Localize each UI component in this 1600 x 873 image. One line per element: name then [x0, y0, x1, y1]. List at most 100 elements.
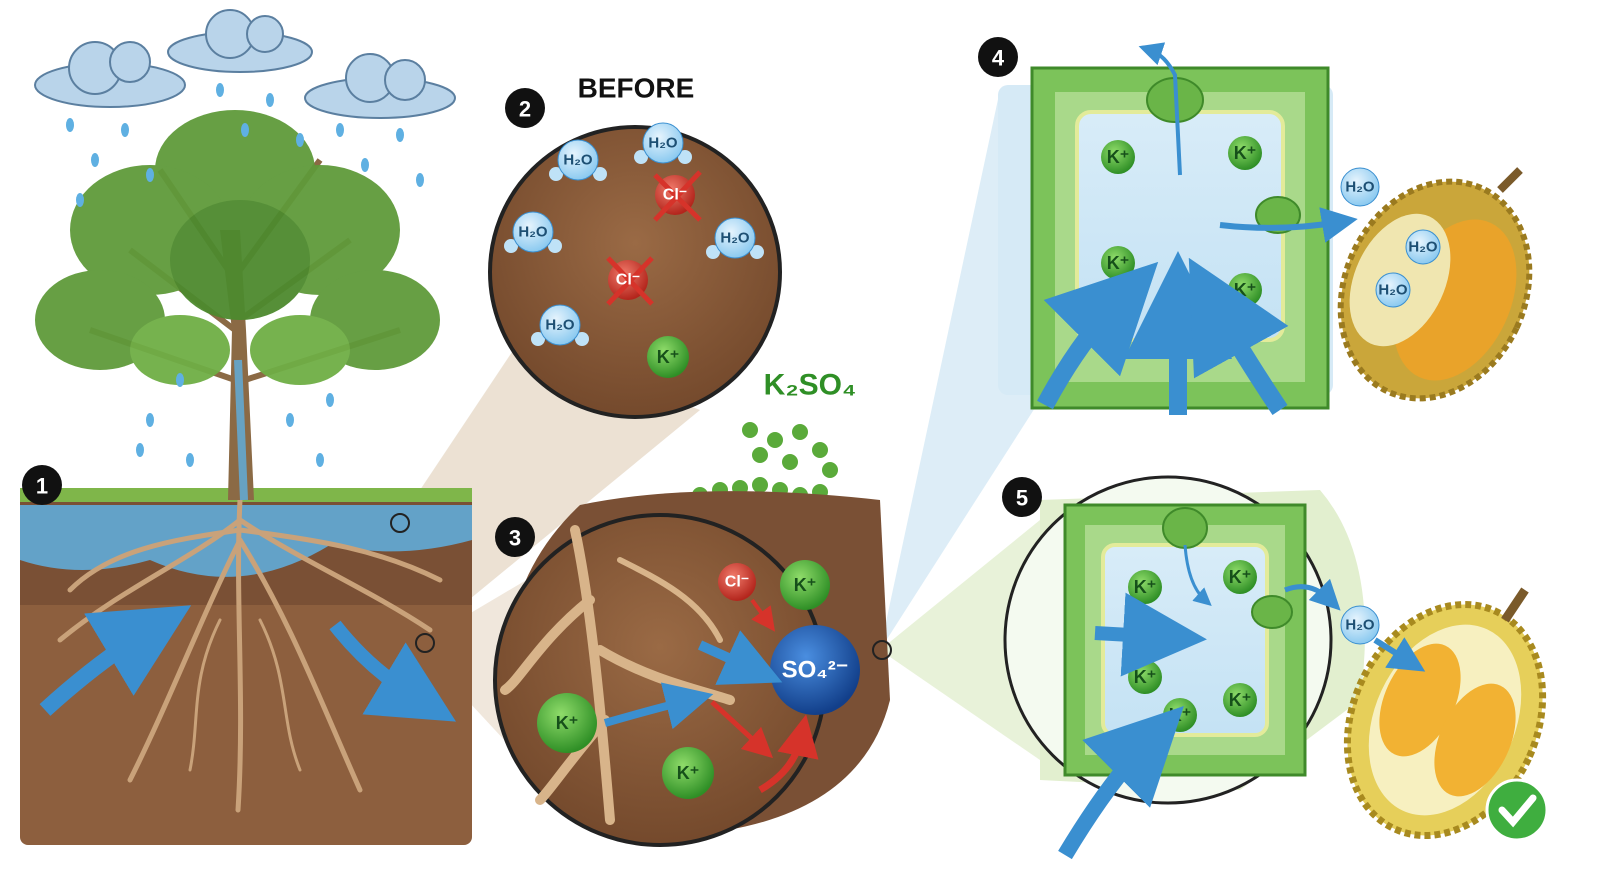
- potassium-ion: K⁺: [1163, 698, 1197, 732]
- potassium-label: K⁺: [1229, 567, 1252, 587]
- potassium-label: K⁺: [1134, 667, 1157, 687]
- water-on-trunk: [234, 359, 248, 501]
- cloud-icon: [34, 41, 186, 108]
- potassium-label: K⁺: [1234, 280, 1257, 300]
- raindrop: [186, 453, 194, 467]
- granule: [812, 442, 828, 458]
- granule: [742, 422, 758, 438]
- before-label: BEFORE: [578, 73, 695, 104]
- step-badge-4: 4: [978, 37, 1018, 77]
- fertilizer-label: K₂SO₄: [764, 369, 857, 402]
- roots-closeup: [500, 525, 735, 825]
- raindrop: [216, 83, 224, 97]
- arrow-water-in-right: [1188, 257, 1289, 415]
- chloride-label: Cl⁻: [725, 574, 749, 591]
- panel-5-cell-after: 5 K⁺ K⁺ K⁺ K⁺ K⁺ H₂O: [1002, 475, 1549, 860]
- raindrop: [266, 93, 274, 107]
- zoom-point-upper: [390, 513, 410, 533]
- water-molecule: H₂O: [1340, 605, 1380, 645]
- raindrop: [76, 193, 84, 207]
- step-badge-3: 3: [495, 517, 535, 557]
- potassium-ion: K⁺: [537, 693, 597, 753]
- arrow-water-in-left: [1094, 592, 1207, 677]
- water-label: H₂O: [545, 317, 574, 334]
- stoma-right: [1251, 595, 1293, 629]
- raindrop: [146, 168, 154, 182]
- roots: [57, 497, 443, 813]
- potassium-label: K⁺: [556, 713, 579, 733]
- arrow-water-out-right: [1219, 207, 1358, 243]
- step-number: 5: [1016, 486, 1028, 511]
- water-molecule: H₂O: [706, 217, 764, 259]
- chloride-ion: Cl⁻: [718, 563, 756, 601]
- raindrop: [326, 393, 334, 407]
- potassium-label: K⁺: [677, 763, 700, 783]
- chloride-ion-blocked: Cl⁻: [653, 170, 702, 222]
- potassium-ion: K⁺: [1223, 560, 1257, 594]
- step-badge-2: 2: [505, 88, 545, 128]
- arrow-water-in: [39, 605, 192, 716]
- granule: [752, 477, 768, 493]
- potassium-label: K⁺: [1169, 705, 1192, 725]
- raindrop: [136, 443, 144, 457]
- arrow-exchange-red: [710, 700, 774, 759]
- panel-4-cell-before: 4 K⁺K⁺K⁺K⁺ H₂O H₂O H₂O: [978, 37, 1533, 415]
- potassium-label: K⁺: [1107, 147, 1130, 167]
- stoma-right: [1255, 196, 1301, 234]
- waterlogged-layer: [20, 505, 472, 577]
- potassium-ion: K⁺: [780, 560, 830, 610]
- cloud-icon: [167, 9, 313, 73]
- potassium-ion: K⁺: [662, 747, 714, 799]
- potassium-ion: K⁺: [1228, 136, 1262, 170]
- potassium-label: K⁺: [794, 575, 817, 595]
- panel-1-tree-soil: 1: [20, 9, 472, 845]
- potassium-label: K⁺: [657, 347, 680, 367]
- water-molecule: H₂O: [634, 122, 692, 164]
- arrow-water-in-left: [1037, 261, 1159, 410]
- potassium-label: K⁺: [1229, 690, 1252, 710]
- water-label: H₂O: [1345, 617, 1374, 634]
- raindrop: [396, 128, 404, 142]
- rain-clouds: [34, 9, 456, 119]
- raindrop: [361, 158, 369, 172]
- raindrop: [286, 413, 294, 427]
- potassium-ion: K⁺: [1223, 683, 1257, 717]
- arrow-water-out-right: [1284, 578, 1341, 611]
- sulfate-label: SO₄²⁻: [782, 657, 849, 684]
- zoom-point-lower: [415, 633, 435, 653]
- cloud-icon: [304, 53, 456, 119]
- raindrop: [66, 118, 74, 132]
- check-circle-icon: [1485, 778, 1549, 842]
- chloride-ion-blocked: Cl⁻: [606, 256, 654, 306]
- raindrop: [296, 133, 304, 147]
- arrow-root-to-sulfate: [697, 630, 783, 685]
- step-number: 1: [36, 474, 48, 499]
- durian-wilted: H₂O H₂O: [1337, 167, 1533, 402]
- arrow-small-top: [1183, 544, 1212, 606]
- potassium-ion: K⁺: [1128, 660, 1162, 694]
- water-label: H₂O: [563, 152, 592, 169]
- water-molecule: H₂O: [549, 139, 607, 181]
- stoma-top: [1162, 507, 1208, 549]
- step-number: 4: [992, 46, 1005, 71]
- raindrops: [66, 83, 424, 467]
- water-molecule-escaping: H₂O: [1340, 167, 1380, 207]
- sulfate-ion: SO₄²⁻: [770, 625, 860, 715]
- raindrop: [146, 413, 154, 427]
- raindrop: [416, 173, 424, 187]
- potassium-label: K⁺: [1234, 143, 1257, 163]
- granule: [752, 447, 768, 463]
- step-number: 3: [509, 526, 521, 551]
- raindrop: [121, 123, 129, 137]
- step-number: 2: [519, 97, 531, 122]
- panel-3-after: K₂SO₄ 3 Cl⁻ K⁺ SO₄²⁻ K⁺: [493, 369, 892, 847]
- water-label: H₂O: [720, 230, 749, 247]
- arrow-water-exchange: [329, 620, 457, 722]
- potassium-ion: K⁺: [1128, 570, 1162, 604]
- blocked-cross-icon: [606, 256, 654, 306]
- water-label: H₂O: [1378, 282, 1407, 299]
- arrow-water-in-bottom: [1058, 706, 1184, 860]
- tree-canopy: [35, 110, 440, 385]
- potassium-ion: K⁺: [1101, 140, 1135, 174]
